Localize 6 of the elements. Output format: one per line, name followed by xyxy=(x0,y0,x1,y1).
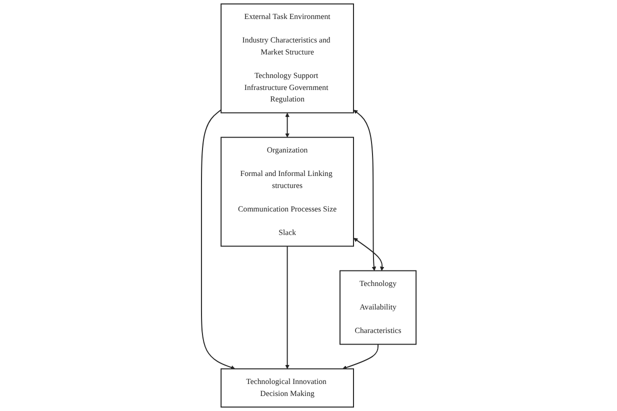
arrow xyxy=(200,109,235,370)
arrow xyxy=(284,112,290,138)
arrow xyxy=(353,238,384,271)
arrow xyxy=(342,344,378,370)
arrow xyxy=(353,110,376,271)
arrow xyxy=(284,246,290,370)
